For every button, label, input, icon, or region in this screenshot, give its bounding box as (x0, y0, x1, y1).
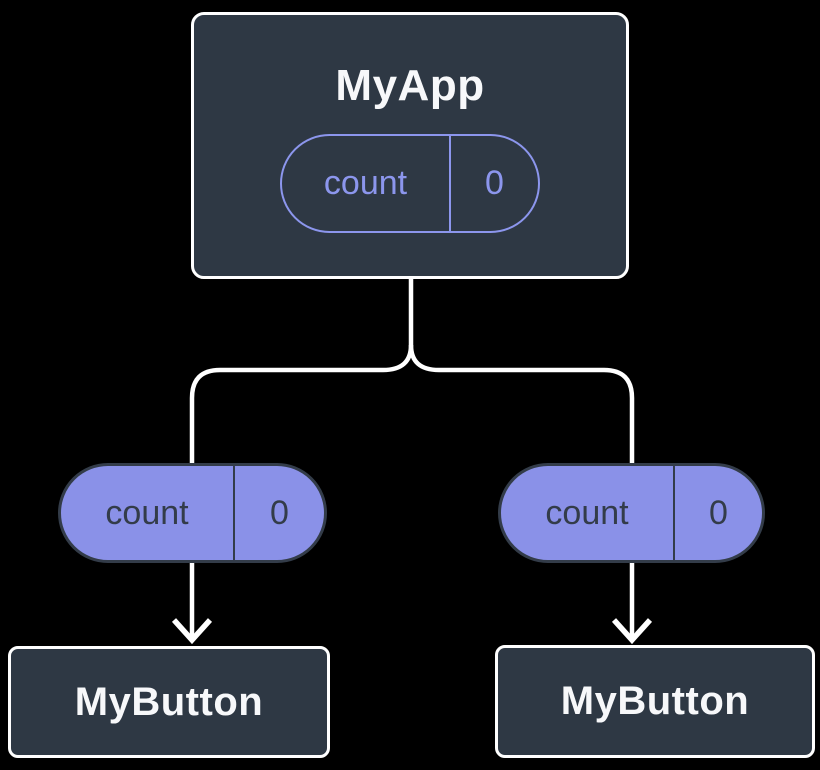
state-name: count (323, 164, 408, 202)
left-branch-line (189, 344, 414, 470)
right-arrowhead-icon (611, 618, 653, 645)
right-prop-pill: count 0 (498, 463, 765, 563)
root-state-pill: count 0 (280, 134, 540, 233)
mybutton-title: MyButton (74, 679, 264, 724)
myapp-title: MyApp (335, 61, 485, 110)
prop-name: count (545, 493, 629, 532)
left-mybutton-card: MyButton (8, 646, 330, 758)
prop-value: 0 (233, 466, 324, 560)
left-prop-pill: count 0 (58, 463, 327, 563)
right-mybutton-card: MyButton (495, 645, 815, 758)
state-value: 0 (449, 136, 538, 231)
mybutton-title: MyButton (560, 679, 750, 723)
prop-name: count (105, 493, 189, 532)
right-branch-line (408, 344, 635, 470)
myapp-component-card: MyApp count 0 (191, 12, 629, 279)
prop-value: 0 (673, 466, 762, 560)
left-arrowhead-icon (171, 618, 213, 645)
